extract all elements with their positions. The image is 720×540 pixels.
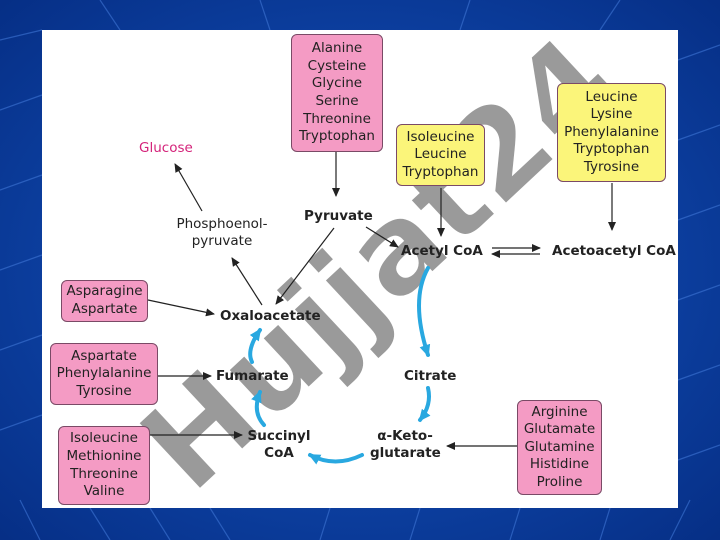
aa-histidine: Histidine bbox=[529, 456, 590, 473]
aa-lysine: Lysine bbox=[590, 106, 633, 123]
aa-glutamine: Glutamine bbox=[524, 438, 595, 455]
aa-alanine: Alanine bbox=[311, 40, 363, 57]
box-to-pyruvate: Alanine Cysteine Glycine Serine Threonin… bbox=[291, 34, 383, 152]
aa-aspartate: Aspartate bbox=[71, 347, 137, 364]
aa-arginine: Arginine bbox=[531, 403, 588, 420]
cycle-arrow-citrate-to-ketoglutarate bbox=[418, 386, 431, 422]
arrow-oxaloacetate-to-pep bbox=[231, 257, 263, 306]
aa-asparagine: Asparagine bbox=[66, 283, 143, 300]
aa-proline: Proline bbox=[536, 473, 583, 490]
box-to-fumarate: Aspartate Phenylalanine Tyrosine bbox=[50, 343, 158, 405]
aa-valine: Valine bbox=[83, 483, 125, 500]
arrow-pyruvate-to-acetylcoa bbox=[365, 226, 399, 248]
aa-tryptophan: Tryptophan bbox=[573, 141, 650, 158]
cycle-arrow-ketoglutarate-to-succinylcoa bbox=[308, 453, 364, 465]
aa-isoleucine: Isoleucine bbox=[406, 128, 475, 145]
aa-threonine: Threonine bbox=[303, 110, 371, 127]
aa-cysteine: Cysteine bbox=[307, 57, 367, 74]
aa-aspartate: Aspartate bbox=[71, 301, 138, 317]
aa-leucine: Leucine bbox=[585, 88, 638, 105]
cycle-arrow-succinylcoa-to-fumarate bbox=[251, 390, 266, 427]
aa-leucine: Leucine bbox=[414, 146, 467, 163]
box-to-acetyl-coa: Isoleucine Leucine Tryptophan bbox=[396, 124, 485, 186]
metabolite-succinyl-coa: Succinyl CoA bbox=[247, 428, 311, 461]
aa-tryptophan: Tryptophan bbox=[402, 163, 479, 180]
cycle-arrow-fumarate-to-oxaloacetate bbox=[248, 328, 262, 364]
aa-methionine: Methionine bbox=[66, 447, 142, 464]
metabolite-citrate: Citrate bbox=[404, 368, 457, 384]
aa-glutamate: Glutamate bbox=[523, 421, 596, 438]
arrow-group-to-oxaloacetate bbox=[147, 299, 215, 317]
box-to-succinyl-coa: Isoleucine Methionine Threonine Valine bbox=[58, 426, 150, 505]
aa-phenylalanine: Phenylalanine bbox=[564, 123, 659, 140]
metabolite-oxaloacetate: Oxaloacetate bbox=[220, 308, 321, 324]
box-to-acetoacetyl-coa: Leucine Lysine Phenylalanine Tryptophan … bbox=[557, 83, 666, 182]
box-to-alpha-ketoglutarate: Arginine Glutamate Glutamine Histidine P… bbox=[517, 400, 602, 495]
metabolite-acetoacetyl-coa: Acetoacetyl CoA bbox=[552, 243, 676, 259]
metabolite-glucose: Glucose bbox=[139, 140, 193, 156]
aa-serine: Serine bbox=[315, 93, 359, 109]
metabolite-pyruvate: Pyruvate bbox=[304, 208, 373, 224]
aa-tryptophan: Tryptophan bbox=[299, 128, 375, 145]
aa-isoleucine: Isoleucine bbox=[70, 430, 138, 447]
aa-glycine: Glycine bbox=[311, 75, 363, 92]
cycle-arrow-acetylcoa-to-citrate bbox=[417, 266, 431, 357]
aa-threonine: Threonine bbox=[70, 465, 138, 482]
metabolite-fumarate: Fumarate bbox=[216, 368, 289, 384]
aa-tyrosine: Tyrosine bbox=[76, 382, 132, 399]
metabolite-acetyl-coa: Acetyl CoA bbox=[401, 243, 483, 259]
aa-phenylalanine: Phenylalanine bbox=[56, 365, 152, 382]
box-to-oxaloacetate: Asparagine Aspartate bbox=[61, 280, 148, 322]
arrow-pep-to-glucose bbox=[174, 163, 203, 212]
arrow-pyruvate-to-oxaloacetate bbox=[275, 227, 335, 305]
metabolite-phosphoenolpyruvate: Phosphoenol- pyruvate bbox=[176, 216, 268, 249]
metabolite-alpha-ketoglutarate: α-Keto- glutarate bbox=[370, 428, 441, 461]
aa-tyrosine: Tyrosine bbox=[583, 158, 640, 175]
